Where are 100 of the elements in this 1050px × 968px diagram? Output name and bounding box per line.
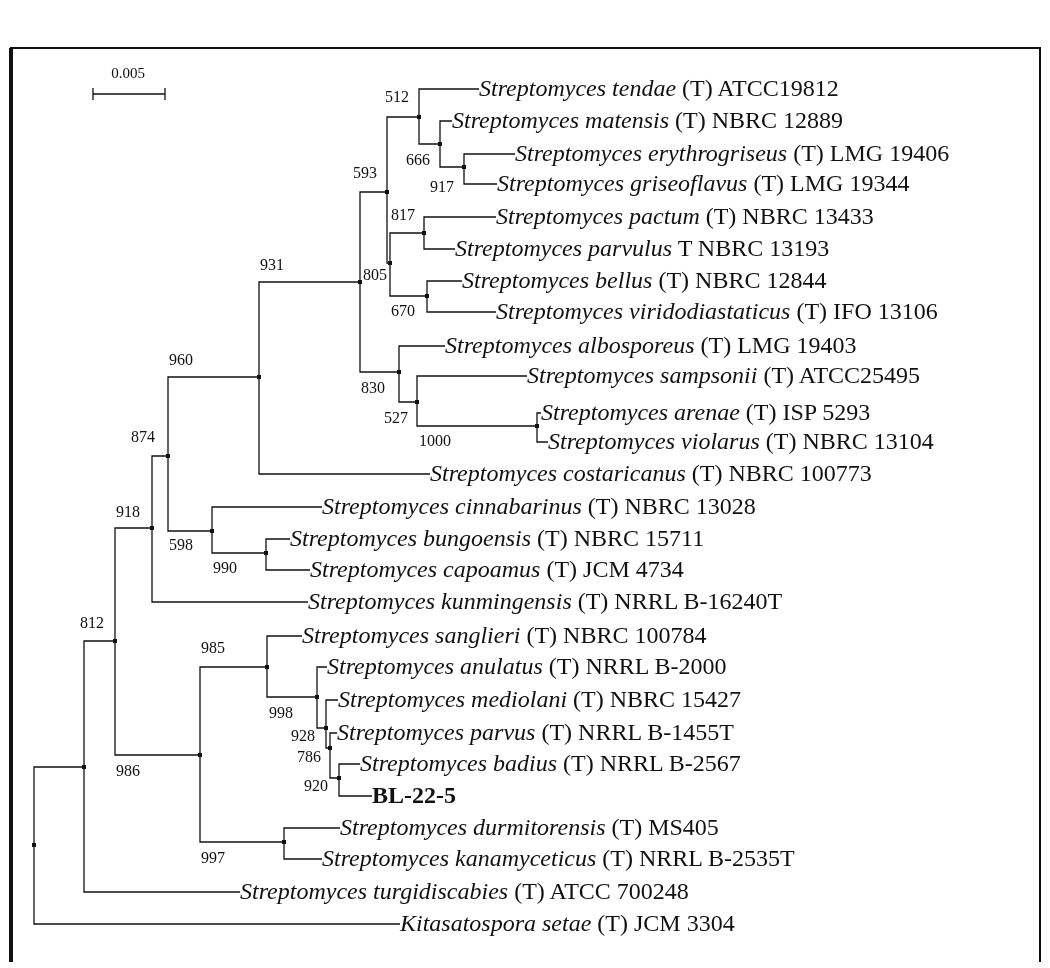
tree-branch: [266, 666, 318, 698]
bootstrap-value: 598: [169, 536, 193, 554]
bootstrap-value: 960: [169, 351, 193, 369]
bootstrap-value: 986: [116, 762, 140, 780]
tree-branch: [325, 699, 339, 729]
taxon-label: Streptomyces mediolani (T) NBRC 15427: [338, 686, 742, 712]
tree-branch: [266, 635, 303, 668]
tree-branch: [325, 727, 331, 749]
branch-point: [462, 165, 466, 169]
tree-branch: [167, 455, 213, 532]
taxon-label: Streptomyces kanamyceticus (T) NRRL B-2535T: [322, 845, 795, 871]
branch-point: [82, 765, 86, 769]
tree-branch: [265, 538, 291, 554]
scale-label: 0.005: [111, 65, 145, 81]
bootstrap-value: 786: [297, 748, 321, 766]
bootstrap-value: 874: [131, 428, 155, 446]
tree-branch: [386, 116, 420, 193]
tree-branch: [426, 295, 497, 313]
taxon-label: Streptomyces pactum (T) NBRC 13433: [496, 203, 874, 229]
taxon-label: Streptomyces cinnabarinus (T) NBRC 13028: [322, 493, 756, 519]
taxon-label: Streptomyces badius (T) NRRL B-2567: [360, 750, 741, 776]
taxon-label: Streptomyces kunmingensis (T) NRRL B-16240T: [308, 588, 783, 614]
tree-branch: [167, 376, 260, 457]
tree-branch: [258, 281, 361, 378]
taxon-label: Streptomyces sanglieri (T) NBRC 100784: [302, 622, 707, 648]
tree-branch: [329, 732, 338, 749]
branch-point: [385, 190, 389, 194]
branch-point: [198, 753, 202, 757]
branch-point: [417, 115, 421, 119]
taxon-label: Streptomyces parvulus T NBRC 13193: [455, 235, 830, 261]
branch-point: [264, 551, 268, 555]
bootstrap-value: 512: [385, 88, 409, 106]
tree-branch: [359, 281, 400, 373]
branch-point: [415, 400, 419, 404]
tree-branch: [83, 640, 116, 768]
tree-branch: [398, 371, 418, 403]
taxon-label: Streptomyces arenae (T) ISP 5293: [541, 399, 871, 425]
bootstrap-value: 666: [406, 151, 430, 169]
branch-point: [388, 261, 392, 265]
tree-branch: [359, 191, 388, 283]
branch-point: [113, 639, 117, 643]
taxon-label: Streptomyces tendae (T) ATCC19812: [479, 75, 839, 101]
bootstrap-value: 997: [201, 849, 225, 867]
bootstrap-value: 917: [430, 178, 454, 196]
taxon-label: Streptomyces bellus (T) NBRC 12844: [462, 267, 827, 293]
bootstrap-value: 817: [391, 206, 415, 224]
taxon-label: Streptomyces bungoensis (T) NBRC 15711: [290, 525, 705, 551]
branch-point: [358, 280, 362, 284]
taxon-label: Streptomyces griseoflavus (T) LMG 19344: [497, 170, 910, 196]
taxon-label: Streptomyces turgidiscabies (T) ATCC 700248: [240, 878, 689, 904]
tree-branch: [283, 827, 341, 843]
tree-branch: [114, 527, 153, 642]
tree-branch: [463, 166, 498, 185]
taxon-label: Streptomyces sampsonii (T) ATCC25495: [527, 362, 921, 388]
branch-point: [150, 526, 154, 530]
taxon-label: Streptomyces violarus (T) NBRC 13104: [548, 428, 934, 454]
branch-point: [324, 726, 328, 730]
bootstrap-value: 990: [213, 559, 237, 577]
tree-branch: [199, 754, 285, 843]
tree-branch: [151, 527, 309, 603]
tree-branch: [211, 506, 323, 532]
branch-point: [425, 294, 429, 298]
tree-branch: [423, 232, 456, 250]
branch-point: [32, 843, 36, 847]
branch-point: [328, 746, 332, 750]
bootstrap-value: 920: [304, 777, 328, 795]
tree-branch: [416, 401, 538, 427]
bootstrap-value: 928: [291, 727, 315, 745]
tree-branch: [258, 376, 431, 475]
bootstrap-value: 918: [116, 503, 140, 521]
taxon-label: Streptomyces costaricanus (T) NBRC 100773: [430, 460, 872, 486]
tree-branch: [33, 766, 85, 846]
tree-branch: [389, 232, 425, 264]
tree-branch: [83, 766, 241, 893]
taxon-label: Streptomyces capoamus (T) JCM 4734: [310, 556, 684, 582]
tree-branch: [418, 88, 480, 118]
taxon-label: Kitasatospora setae (T) JCM 3304: [400, 910, 735, 936]
branch-point: [337, 776, 341, 780]
tree-branch: [423, 216, 497, 234]
tree-branch: [33, 844, 401, 925]
tree-branch: [329, 747, 340, 779]
tree-branch: [463, 153, 516, 168]
tree-branch: [199, 666, 268, 756]
tree-branch: [439, 143, 465, 168]
tree-branch: [151, 455, 169, 529]
branch-point: [438, 142, 442, 146]
tree-branch: [338, 777, 373, 797]
branch-point: [397, 370, 401, 374]
bootstrap-value: 527: [384, 409, 408, 427]
bootstrap-value: 830: [361, 379, 385, 397]
bootstrap-value: 670: [391, 302, 415, 320]
taxon-label: Streptomyces viridodiastaticus (T) IFO 13106: [496, 298, 938, 324]
tree-branch: [386, 191, 391, 264]
branch-point: [535, 424, 539, 428]
taxon-label: Streptomyces durmitorensis (T) MS405: [340, 814, 719, 840]
branch-point: [257, 375, 261, 379]
taxon-label: Streptomyces matensis (T) NBRC 12889: [452, 107, 844, 133]
taxon-label: Streptomyces erythrogriseus (T) LMG 19406: [515, 140, 950, 166]
tree-branch: [265, 552, 311, 571]
tree-branch: [389, 262, 428, 297]
